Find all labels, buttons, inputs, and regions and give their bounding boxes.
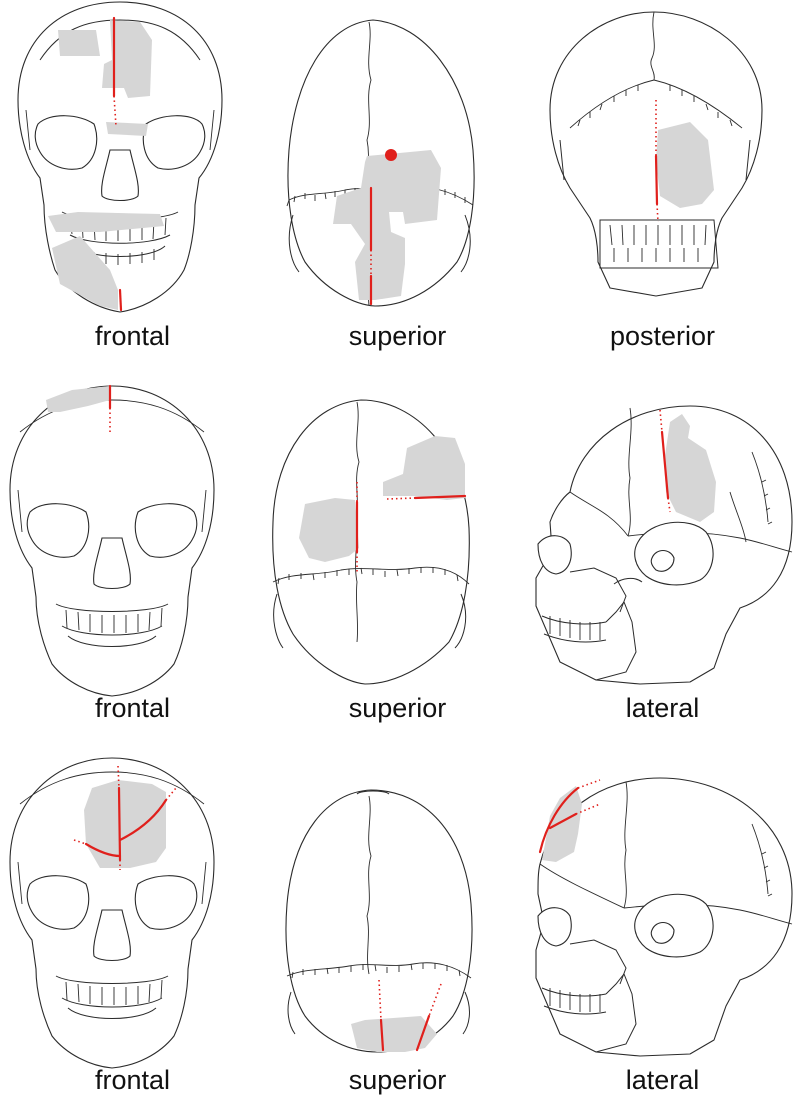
view-label: lateral [530,1062,795,1098]
view-label: frontal [0,690,265,726]
skull-frontal-drawing [0,0,265,318]
panel-9-lateral: lateral [530,744,795,1116]
view-label: lateral [530,690,795,726]
panel-4-frontal: frontal [0,372,265,744]
view-label: superior [265,318,530,354]
panel-8-superior: superior [265,744,530,1116]
view-label: superior [265,690,530,726]
skull-posterior-drawing [530,0,795,318]
panel-1-frontal: frontal [0,0,265,372]
panel-6-lateral: lateral [530,372,795,744]
skull-superior-drawing [265,372,530,690]
skull-lateral-drawing [530,372,795,690]
skull-frontal-drawing [0,372,265,690]
panel-3-posterior: posterior [530,0,795,372]
view-label: superior [265,1062,530,1098]
panel-5-superior: superior [265,372,530,744]
skull-lateral-drawing [530,744,795,1062]
panel-7-frontal: frontal [0,744,265,1116]
view-label: frontal [0,1062,265,1098]
skull-superior-drawing [265,0,530,318]
skull-superior-drawing [265,744,530,1062]
view-label: posterior [530,318,795,354]
view-label: frontal [0,318,265,354]
skull-frontal-drawing [0,744,265,1062]
panel-2-superior: superior [265,0,530,372]
